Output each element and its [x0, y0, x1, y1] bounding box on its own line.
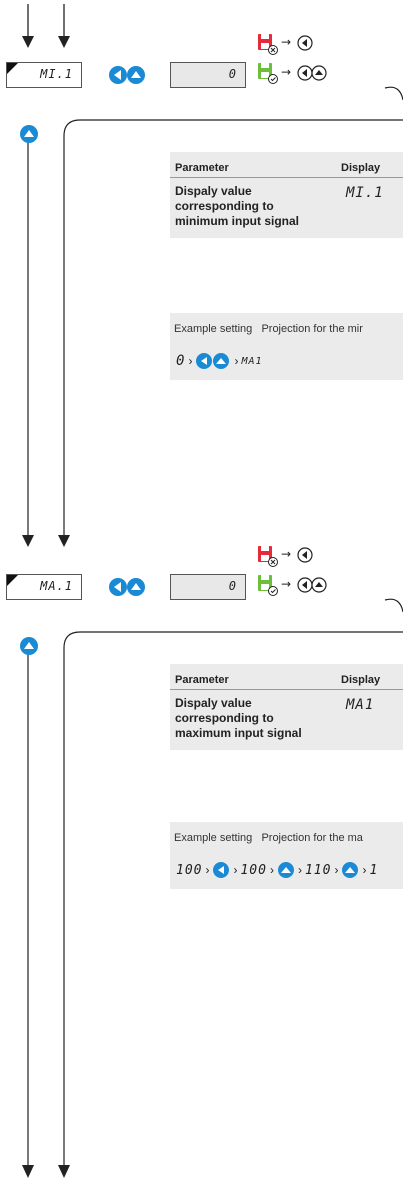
table-header-display: Display [341, 162, 381, 174]
parameter-code: MA.1 [40, 579, 73, 593]
example-card [170, 313, 403, 380]
parameter-description: Dispaly value corresponding to minimum i… [175, 184, 300, 228]
parameter-table [170, 664, 403, 750]
up-key-icon[interactable] [19, 636, 39, 656]
up-key-icon [277, 862, 294, 878]
example-description: Projection for the ma [261, 832, 363, 844]
save-confirm-green-icon: → [258, 575, 327, 596]
table-divider [170, 689, 403, 690]
sequence-value: 100 [240, 862, 267, 878]
sequence-separator: › [188, 354, 193, 368]
display-code: MA1 [346, 697, 375, 713]
parameter-table [170, 152, 403, 238]
sequence-value: 0 [176, 353, 186, 369]
left-key-icon [213, 862, 230, 878]
table-header-parameter: Parameter [175, 162, 229, 174]
example-description: Projection for the mir [261, 323, 363, 335]
example-label: Example setting Projection for the mir [174, 323, 363, 335]
value-display-box: 0 [170, 574, 246, 600]
value-display: 0 [228, 67, 237, 81]
parameter-display-box: MI.1 [6, 62, 82, 88]
parameter-description: Dispaly value corresponding to maximum i… [175, 696, 302, 740]
svg-text:→: → [281, 547, 291, 561]
sequence-separator: › [334, 863, 339, 877]
save-confirm-green-icon: → [258, 63, 327, 84]
table-header-display: Display [341, 674, 381, 686]
parameter-code: MI.1 [40, 67, 73, 81]
corner-mark [7, 575, 18, 586]
example-sequence: 0 › › MA1 [176, 352, 263, 370]
example-label-text: Example setting [174, 832, 253, 844]
sequence-separator: › [205, 863, 210, 877]
table-divider [170, 177, 403, 178]
corner-mark [7, 63, 18, 74]
sequence-target: MA1 [241, 355, 263, 367]
display-code: MI.1 [346, 185, 384, 201]
save-discard-red-icon: → [258, 546, 313, 567]
sequence-separator: › [233, 863, 238, 877]
left-up-keys-icon [196, 353, 230, 369]
up-key-icon [342, 862, 359, 878]
sequence-value: 100 [176, 862, 203, 878]
svg-text:→: → [281, 577, 291, 591]
sequence-separator: › [362, 863, 367, 877]
sequence-separator: › [297, 863, 302, 877]
save-discard-red-icon: → [258, 34, 313, 55]
example-label-text: Example setting [174, 323, 253, 335]
sequence-value: 110 [304, 862, 332, 878]
value-display: 0 [228, 579, 237, 593]
parameter-display-box: MA.1 [6, 574, 82, 600]
left-up-keys-icon[interactable] [108, 65, 148, 85]
sequence-separator: › [234, 354, 239, 368]
value-display-box: 0 [170, 62, 246, 88]
sequence-separator: › [269, 863, 274, 877]
table-header-parameter: Parameter [175, 674, 229, 686]
left-up-keys-icon[interactable] [108, 577, 148, 597]
svg-text:→: → [281, 35, 291, 49]
example-label: Example setting Projection for the ma [174, 832, 363, 844]
up-key-icon[interactable] [19, 124, 39, 144]
sequence-value: 1 [369, 862, 379, 878]
svg-text:→: → [281, 65, 291, 79]
example-sequence: 100 › › 100 › › 110 › › 1 [176, 861, 401, 879]
